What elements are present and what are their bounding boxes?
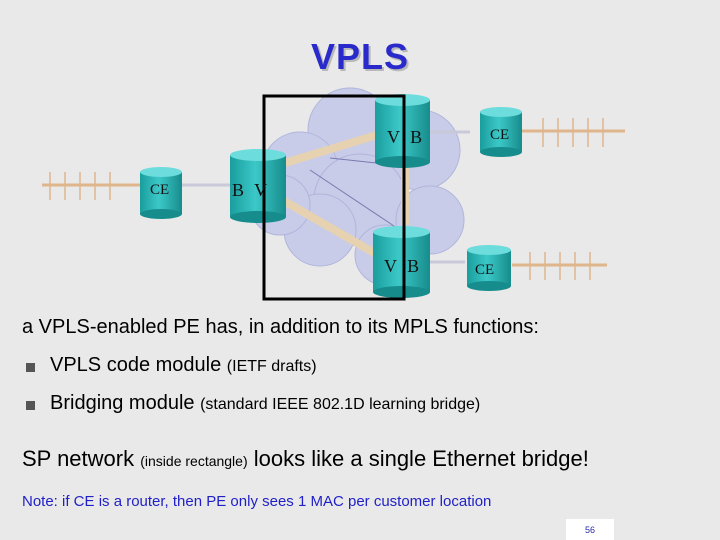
sp-network-statement: SP network (inside rectangle) looks like… bbox=[22, 446, 589, 472]
ce-left-label: CE bbox=[150, 182, 170, 198]
ce-top-right-label: CE bbox=[490, 127, 510, 143]
bullet-main: VPLS code module bbox=[50, 354, 222, 376]
bullet-item: Bridging module (standard IEEE 802.1D le… bbox=[50, 392, 480, 415]
pe-bottom bbox=[373, 226, 430, 298]
ethernet-right-bottom bbox=[512, 252, 607, 280]
bullet-main: Bridging module bbox=[50, 392, 195, 414]
pe-bottom-label: V B bbox=[384, 256, 420, 276]
bullet-item: VPLS code module (IETF drafts) bbox=[50, 354, 317, 377]
ce-top-right bbox=[480, 107, 522, 157]
sp-part2: (inside rectangle) bbox=[140, 453, 248, 469]
ce-bottom-right-label: CE bbox=[475, 262, 495, 278]
bullet-square-icon bbox=[26, 401, 35, 410]
sp-part1: SP network bbox=[22, 446, 135, 471]
bullet-detail: (standard IEEE 802.1D learning bridge) bbox=[200, 396, 481, 413]
pe-top-label: V B bbox=[387, 127, 423, 147]
ce-left bbox=[140, 167, 182, 219]
vpls-diagram bbox=[42, 87, 625, 301]
intro-text: a VPLS-enabled PE has, in addition to it… bbox=[22, 316, 539, 338]
page-number-box bbox=[566, 519, 614, 540]
sp-part3: looks like a single Ethernet bridge! bbox=[253, 446, 589, 471]
pe-left bbox=[230, 149, 286, 223]
ce-bottom-right bbox=[467, 245, 511, 291]
slide-title: VPLS bbox=[310, 36, 410, 77]
ethernet-left bbox=[42, 172, 140, 200]
pe-left-label: B V bbox=[232, 180, 268, 200]
ce-links bbox=[180, 130, 470, 264]
bullet-square-icon bbox=[26, 363, 35, 372]
page-number: 56 bbox=[584, 525, 595, 535]
footnote: Note: if CE is a router, then PE only se… bbox=[22, 493, 492, 510]
sp-network-rectangle bbox=[262, 94, 406, 301]
bullet-detail: (IETF drafts) bbox=[226, 358, 317, 375]
ethernet-right-top bbox=[522, 118, 625, 147]
